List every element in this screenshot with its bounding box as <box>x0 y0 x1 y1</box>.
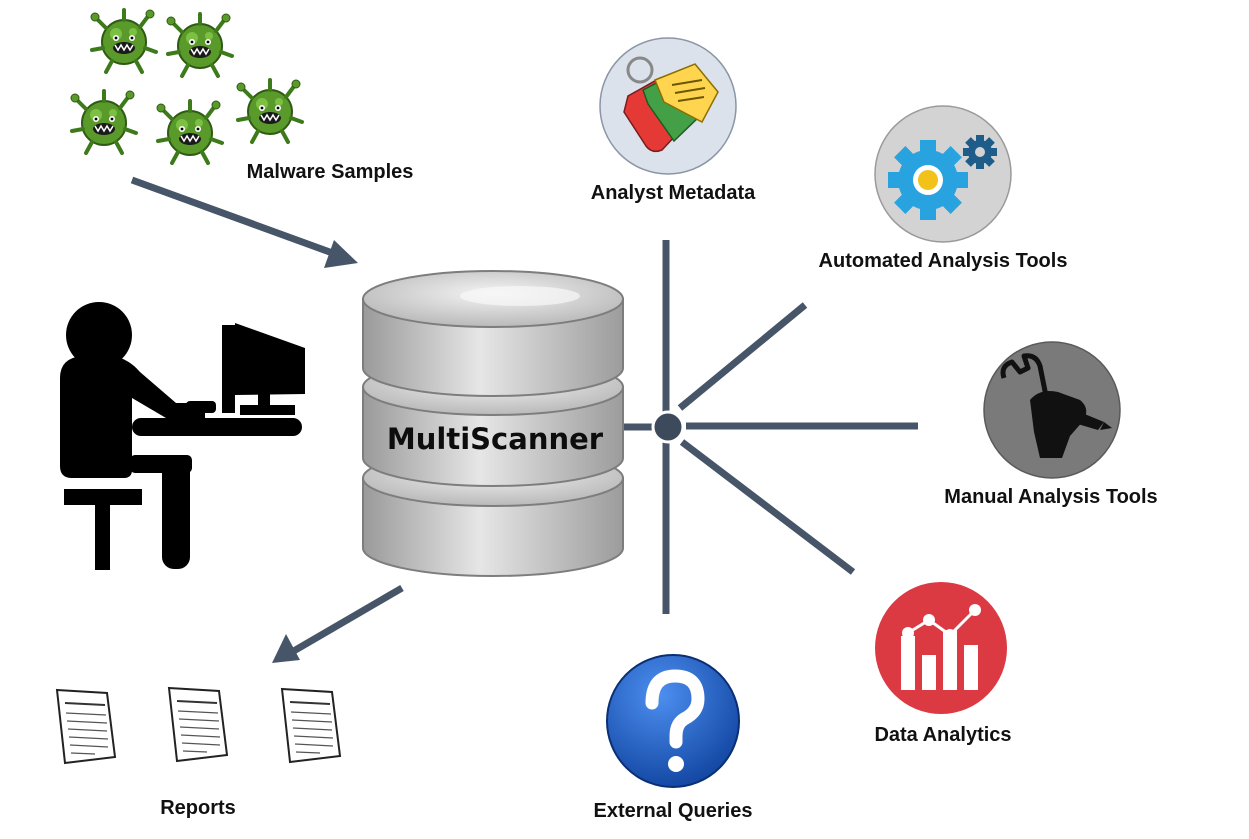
center-label: MultiScanner <box>386 422 604 456</box>
hub-connector <box>624 240 918 614</box>
analyst-icon <box>60 302 305 570</box>
label-external-queries: External Queries <box>593 800 753 822</box>
reports-icon <box>56 687 341 764</box>
question-icon <box>606 654 740 788</box>
tag-icon <box>599 37 737 175</box>
label-data-analytics: Data Analytics <box>874 724 1012 746</box>
bar-chart-icon <box>875 582 1007 714</box>
database-icon <box>362 270 624 577</box>
label-automated-analysis-tools: Automated Analysis Tools <box>818 250 1068 272</box>
label-manual-analysis-tools: Manual Analysis Tools <box>944 486 1158 508</box>
hub-node <box>651 410 685 444</box>
malware-samples-icon <box>69 8 304 165</box>
label-reports: Reports <box>160 797 236 819</box>
input-arrow <box>130 176 358 268</box>
gear-icon <box>874 105 1012 243</box>
output-arrow <box>272 584 404 663</box>
wrench-fist-icon <box>983 341 1121 479</box>
label-malware-samples: Malware Samples <box>246 161 414 183</box>
label-analyst-metadata: Analyst Metadata <box>590 182 756 204</box>
